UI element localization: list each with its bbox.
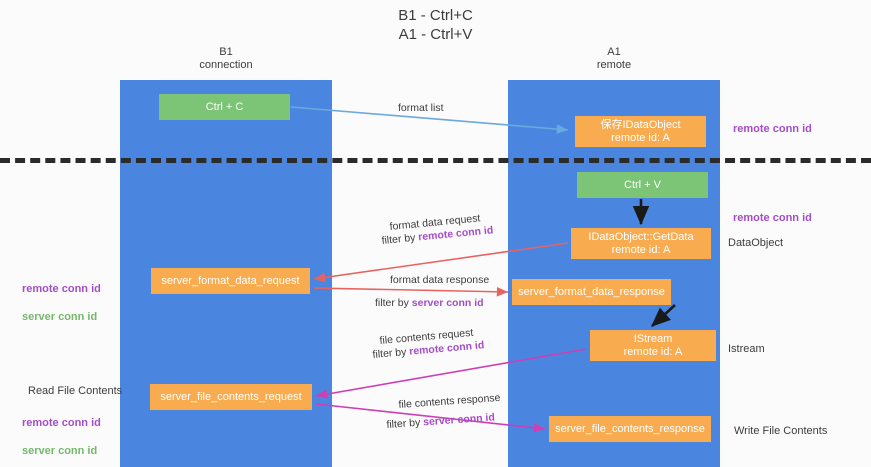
filter-prefix: filter by [375,297,412,309]
edge-label-format-list: format list [398,102,444,114]
box-istream[interactable]: IStream remote id: A [590,330,716,361]
page-title: B1 - Ctrl+C A1 - Ctrl+V [398,7,473,43]
box-server-format-data-request[interactable]: server_format_data_request [151,268,310,294]
column-header-b1: B1 connection [199,46,253,71]
box-server-file-contents-request[interactable]: server_file_contents_request [150,384,312,410]
annotation-remote-conn-id-top: remote conn id [733,123,812,135]
annotation-istream: Istream [728,343,765,355]
filter-prefix: filter by [372,345,410,361]
annotation-write-file-contents: Write File Contents [734,425,828,437]
box-ctrl-c[interactable]: Ctrl + C [159,94,290,120]
box-server-format-data-response[interactable]: server_format_data_response [512,279,671,305]
annotation-read-file-contents: Read File Contents [28,385,123,397]
filter-key-server-conn-id: server conn id [422,411,496,429]
annotation-remote-conn-id-mid: remote conn id [733,212,812,224]
filter-key-server-conn-id: server conn id [411,297,484,309]
box-ctrl-v[interactable]: Ctrl + V [577,172,708,198]
edge-label-file-contents-response: file contents response [398,391,501,411]
edge-label-format-data-response-filter: filter by server conn id [375,296,484,311]
annotation-left-remote-conn-id-2: remote conn id [22,417,101,429]
divider-dashed-line [0,158,871,163]
column-header-a1: A1 remote [596,46,632,71]
annotation-left-conn-ids-lower: remote conn id server conn id [22,402,101,458]
box-idataobject-getdata[interactable]: IDataObject::GetData remote id: A [571,228,711,259]
annotation-left-conn-ids-upper: remote conn id server conn id [22,268,101,324]
edge-label-file-contents-response-filter: filter by server conn id [386,410,495,433]
annotation-left-remote-conn-id: remote conn id [22,283,101,295]
edge-label-format-data-response: format data response [390,274,490,286]
filter-prefix: filter by [381,231,419,247]
annotation-dataobject: DataObject [728,237,784,249]
filter-prefix: filter by [386,416,424,431]
annotation-left-server-conn-id: server conn id [22,311,98,323]
edge-format-data-response [313,286,509,297]
box-server-file-contents-response[interactable]: server_file_contents_response [549,416,711,442]
box-idataobject[interactable]: 保存IDataObject remote id: A [575,116,706,147]
annotation-left-server-conn-id-2: server conn id [22,445,98,457]
